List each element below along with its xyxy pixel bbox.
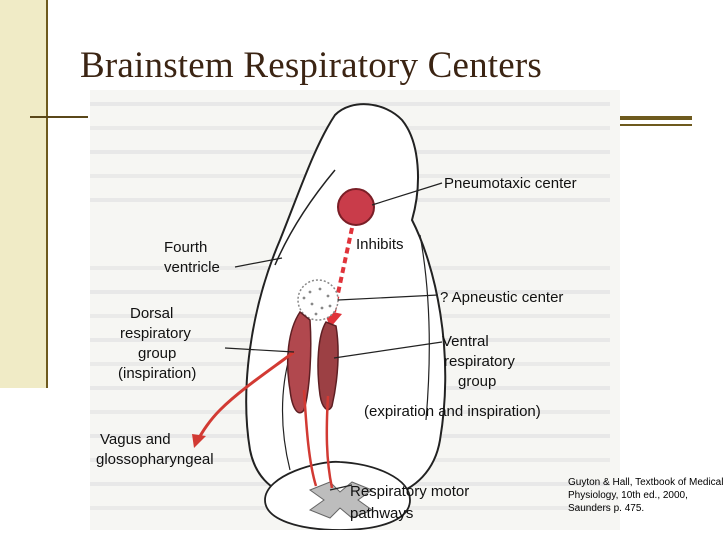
motor-pathway-2 [325,395,334,489]
label-vagus-2: glossopharyngeal [96,451,214,468]
label-ventral-2: respiratory [444,353,515,370]
left-accent-rule [46,0,48,388]
pneumotaxic-center [337,188,375,226]
label-dorsal-1: Dorsal [130,305,173,322]
apneustic-dots [302,287,332,316]
label-inhibits: Inhibits [356,236,404,253]
label-pneumotaxic-center: Pneumotaxic center [444,175,577,192]
label-apneustic-center: ? Apneustic center [440,289,563,306]
label-dorsal-3: group [138,345,176,362]
title-rule-right-thick [620,116,692,120]
label-ventral-1: Ventral [442,333,489,350]
label-dorsal-2: respiratory [120,325,191,342]
label-dorsal-4: (inspiration) [118,365,196,382]
label-ventral-3: group [458,373,496,390]
inner-contour-right [419,234,430,421]
leader-motor [329,484,353,491]
label-fourth-ventricle-1: Fourth [164,239,207,256]
slide-title: Brainstem Respiratory Centers [80,45,543,86]
leader-apneustic [337,294,439,301]
label-ventral-4: (expiration and inspiration) [364,403,541,420]
brainstem-svg: Pneumotaxic center Inhibits Fourth ventr… [90,90,620,530]
title-rule-right-thin [620,124,692,126]
label-fourth-ventricle-2: ventricle [164,259,220,276]
vagus-nerve [196,350,295,441]
apneustic-center [297,279,339,321]
label-motor-2: pathways [350,505,413,522]
brainstem-diagram: Pneumotaxic center Inhibits Fourth ventr… [90,90,620,530]
citation-text: Guyton & Hall, Textbook of Medical Physi… [568,477,724,514]
title-rule-left [30,116,88,118]
left-accent-bar [0,0,48,388]
label-vagus-1: Vagus and [100,431,171,448]
leader-ventral [333,341,443,359]
fourth-ventricle-line [274,169,336,266]
leader-ventricle [234,257,283,268]
leader-pneumotaxic [371,182,443,206]
leader-dorsal [224,347,295,353]
label-motor-1: Respiratory motor [350,483,469,500]
vagus-arrow-head [192,434,206,448]
motor-pathway-1 [302,389,318,487]
grey-matter [308,481,374,519]
dorsal-respiratory-group [286,310,312,414]
